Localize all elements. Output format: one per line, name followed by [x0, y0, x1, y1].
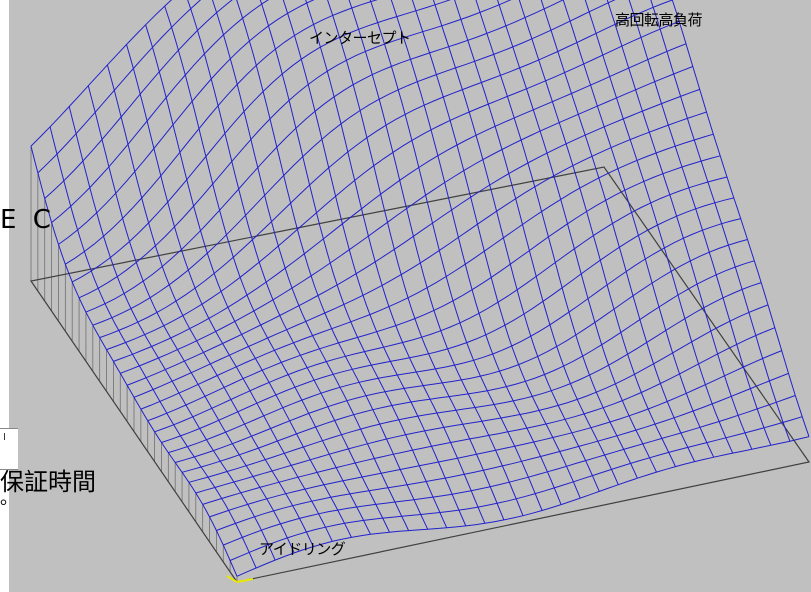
side-panel-tab[interactable]: I: [0, 428, 18, 470]
mesh-column-line: [106, 64, 314, 547]
mesh-row-line: [147, 155, 721, 422]
mesh-column-line: [390, 0, 562, 505]
mesh-column-line: [145, 24, 352, 538]
mesh-column-line: [497, 0, 657, 473]
mesh-column-line: [540, 0, 696, 462]
mesh-row-line: [188, 282, 762, 483]
page-background: [0, 0, 9, 592]
idling-label: アイドリング: [259, 540, 346, 558]
mesh-column-line: [348, 0, 524, 516]
ec-text: E C: [0, 205, 55, 235]
mesh-row-line: [133, 111, 707, 398]
mesh-column-line: [432, 0, 600, 492]
mesh-column-line: [236, 0, 429, 530]
mesh-row-line: [120, 66, 693, 374]
mesh-row-line: [99, 0, 673, 339]
mesh-row-line: [175, 239, 748, 463]
mesh-column-line: [126, 44, 333, 542]
mesh-column-line: [562, 0, 715, 458]
mesh-column-line: [259, 0, 448, 528]
base-outline: [29, 166, 811, 583]
side-panel-tab-label: I: [3, 432, 6, 443]
mesh-column-line: [411, 0, 581, 499]
mesh-row-line: [161, 197, 734, 443]
mesh-column-line: [282, 0, 467, 527]
mesh-column-line: [164, 5, 371, 535]
mesh-column-line: [87, 85, 295, 554]
mesh-column-line: [606, 0, 753, 450]
mesh-column-line: [584, 0, 734, 454]
surface-plot-viewport[interactable]: インターセプト 高回転高負荷 アイドリング: [9, 0, 811, 592]
origin-marker-axis-b: [236, 578, 254, 583]
mesh-row-line: [168, 218, 741, 454]
intercept-label: インターセプト: [309, 29, 411, 47]
guarantee-time-text: 保証時間: [0, 468, 96, 496]
mesh-column-line: [369, 0, 543, 511]
mesh-column-line: [628, 0, 772, 446]
mesh-column-line: [305, 0, 486, 524]
base-outline-polygon: [29, 166, 811, 583]
mesh-row-line: [216, 372, 789, 531]
mesh-row-line: [154, 176, 728, 433]
mesh-row-line: [140, 133, 714, 410]
mesh-column-line: [68, 106, 276, 561]
mesh-column-line: [475, 0, 638, 479]
surface-mesh: [30, 0, 810, 577]
mesh-column-line: [187, 0, 390, 533]
mesh-column-line: [30, 145, 238, 577]
mesh-column-line: [518, 0, 676, 467]
mesh-column-line: [671, 0, 810, 437]
mesh-row-line: [202, 327, 775, 505]
mesh-column-line: [49, 126, 257, 569]
origin-marker-axis-a: [226, 575, 238, 583]
period-text: 。: [0, 488, 18, 509]
mesh-row-line: [113, 43, 687, 362]
surface-plot-canvas[interactable]: [9, 0, 811, 592]
high-load-label: 高回転高負荷: [615, 11, 703, 29]
origin-marker: [226, 575, 254, 583]
surface-side-walls: [30, 146, 238, 582]
mesh-column-line: [327, 0, 505, 521]
mesh-column-line: [650, 0, 791, 442]
mesh-column-line: [454, 0, 619, 485]
mesh-row-line: [223, 395, 796, 546]
mesh-column-line: [211, 0, 410, 531]
mesh-row-line: [37, 0, 202, 174]
